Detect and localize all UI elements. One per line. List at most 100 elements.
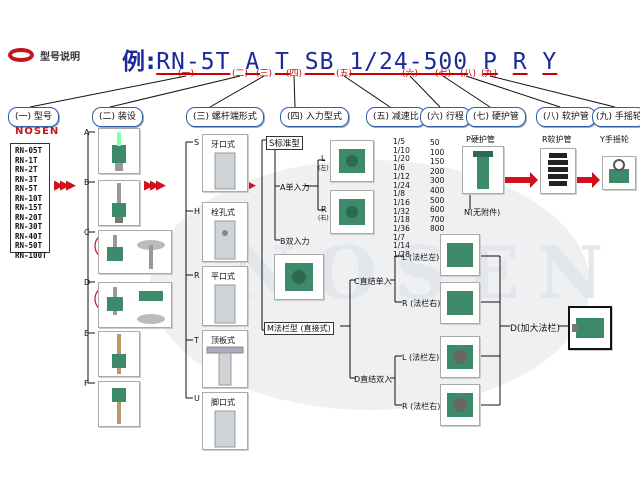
- input-double-label: B双入力: [280, 237, 310, 246]
- screw-end-r-image: 平口式: [202, 266, 248, 326]
- section-header-soft-tube: (八) 软护管: [536, 107, 596, 127]
- ratio-item: 1/10: [393, 145, 410, 155]
- ratio-item: 1/16: [393, 197, 410, 207]
- code-9: (九): [481, 69, 498, 79]
- stroke-item: 300: [430, 176, 445, 186]
- ratio-item: 1/28: [393, 250, 410, 260]
- title-seg-ratio: 1/24-: [349, 49, 424, 75]
- code-1: (一): [178, 69, 195, 79]
- mount-label-d: D: [84, 278, 91, 287]
- section-header-input: (四) 入力型式: [280, 107, 349, 127]
- stroke-item: 700: [430, 214, 445, 224]
- ratio-item: 1/32: [393, 206, 410, 216]
- title-seg-stroke: 500: [423, 49, 469, 75]
- model-item: RN-50T: [15, 241, 43, 250]
- big-flange-image: [568, 306, 612, 350]
- stroke-item: 500: [430, 195, 445, 205]
- section-header-screw-end: (三) 螺杆端形式: [186, 107, 264, 127]
- stroke-item: 400: [430, 185, 445, 195]
- handwheel-image: [602, 156, 636, 190]
- section-header-model: (一) 型号: [8, 107, 59, 127]
- title-seg-hard: P: [482, 49, 498, 75]
- input-single-l-image: [330, 140, 374, 182]
- stroke-item: 100: [430, 147, 445, 157]
- input-l-sub: (左): [318, 165, 329, 172]
- screw-end-code-r: R: [194, 271, 200, 280]
- mount-c-image: [98, 230, 172, 274]
- stroke-item: 200: [430, 166, 445, 176]
- model-item: RN-20T: [15, 212, 43, 222]
- input-sb-label: S标准型: [266, 136, 303, 150]
- model-item: RN-05T: [15, 146, 43, 155]
- screw-end-name-t: 顶板式: [211, 336, 235, 345]
- stroke-item: 50: [430, 138, 440, 147]
- screw-end-name-r: 平口式: [211, 272, 235, 281]
- code-3: (三): [256, 69, 273, 79]
- mount-b-image: [98, 180, 140, 226]
- header-label: 型号说明: [40, 52, 80, 63]
- ratio-item: 1/36: [393, 224, 410, 234]
- screw-end-t-image: 顶板式: [202, 330, 248, 388]
- stroke-item: 600: [430, 205, 445, 215]
- handwheel-label: Y手摇轮: [600, 135, 629, 144]
- screw-end-h-image: 栓孔式: [202, 202, 248, 262]
- screw-end-name-s: 牙口式: [211, 140, 235, 149]
- screw-end-name-u: 脚口式: [211, 398, 235, 407]
- hard-tube-label: P硬护管: [466, 135, 495, 144]
- flange-c-l-image: [440, 234, 480, 276]
- ratio-item: 1/20: [393, 154, 410, 164]
- model-list: RN-05T RN-1T RN-2T RN-3T RN-5T RN-10T RN…: [10, 143, 50, 260]
- input-l-label: L: [321, 154, 326, 163]
- flange-c-r-image: [440, 282, 480, 324]
- input-double-image: [274, 254, 324, 300]
- title-seg-model: RN-5T: [156, 49, 231, 75]
- input-r-sub: (右): [318, 215, 329, 222]
- mount-a-image: [98, 128, 140, 174]
- no-accessory-label: N(无附件): [464, 208, 501, 217]
- section-header-handwheel: (九) 手摇轮: [592, 107, 640, 127]
- input-d-double-label: D直结双入: [354, 375, 393, 384]
- ratio-item: 1/14: [393, 241, 410, 251]
- chevron-arrow-icon: ▶▶▶: [144, 178, 166, 193]
- model-example-title: 例:RN-5T A T SB 1/24-500 P R Y: [122, 42, 557, 76]
- screw-end-code-h: H: [194, 207, 201, 216]
- model-item: RN-100T: [15, 250, 47, 260]
- soft-tube-label: R软护管: [542, 135, 572, 144]
- input-c-single-label: C直结单入: [354, 277, 392, 286]
- ratio-item: 1/12: [393, 171, 410, 181]
- screw-end-code-s: S: [194, 138, 200, 147]
- code-8: (八): [460, 69, 477, 79]
- model-item: RN-30T: [15, 222, 43, 231]
- screw-end-code-u: U: [194, 394, 200, 403]
- title-seg-wheel: Y: [542, 49, 558, 75]
- input-single-label: A单入力: [280, 183, 310, 192]
- stroke-item: 800: [430, 224, 445, 234]
- model-item: RN-10T: [15, 193, 43, 203]
- mount-f-image: [98, 381, 140, 427]
- title-prefix: 例:: [122, 49, 157, 75]
- ratio-item: 1/5: [393, 137, 406, 146]
- code-6: (六): [402, 69, 419, 79]
- mount-label-c: C: [84, 228, 90, 237]
- title-seg-soft: R: [512, 49, 528, 75]
- chevron-arrow-icon: ▶▶▶: [54, 178, 76, 193]
- nosen-logo-icon: [8, 48, 34, 62]
- ratio-item: 1/7: [393, 232, 406, 242]
- title-seg-end: T: [275, 49, 290, 75]
- screw-end-u-image: 脚口式: [202, 392, 248, 450]
- stroke-item: 150: [430, 157, 445, 167]
- mount-label-a: A: [84, 128, 90, 137]
- big-flange-label: D(加大法栏): [510, 324, 560, 334]
- brand-label: NOSEN: [15, 126, 60, 137]
- section-header-mount: (二) 装设: [92, 107, 143, 127]
- model-item: RN-1T: [15, 155, 38, 165]
- mount-label-b: B: [84, 178, 90, 187]
- screw-end-s-image: 牙口式: [202, 134, 248, 192]
- code-7: (七): [435, 69, 452, 79]
- mount-label-f: F: [84, 379, 89, 388]
- code-5: (五): [336, 69, 353, 79]
- mount-d-image: [98, 282, 172, 328]
